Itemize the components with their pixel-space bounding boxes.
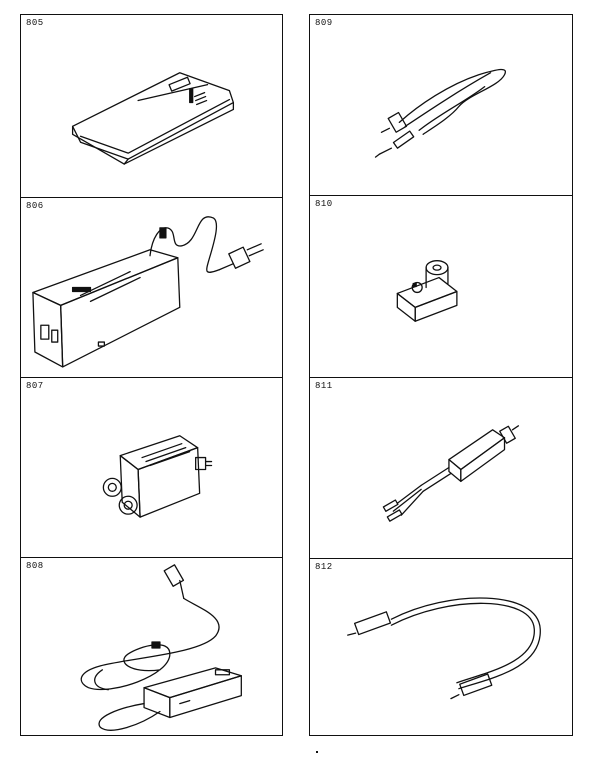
part-number: 807 — [26, 381, 44, 391]
part-cell-805: 805 — [21, 15, 282, 198]
audio-cable-icon — [374, 68, 506, 158]
part-number: 810 — [315, 199, 333, 209]
part-cell-811: 811 — [310, 378, 572, 559]
part-number: 805 — [26, 18, 44, 28]
part-cell-812: 812 — [310, 559, 572, 737]
part-cell-808: 808 — [21, 558, 282, 737]
part-cell-810: 810 — [310, 196, 572, 378]
part-number: 812 — [315, 562, 333, 572]
rf-adapter-plug-icon — [396, 260, 458, 322]
matching-transformer-icon — [382, 425, 520, 522]
right-column: 809 810 — [309, 14, 573, 736]
rf-converter-icon — [80, 564, 242, 731]
ac-adapter-icon — [32, 216, 264, 368]
page-mark — [316, 751, 318, 753]
remote-control-icon — [71, 72, 235, 165]
part-number: 806 — [26, 201, 44, 211]
antenna-splitter-icon — [102, 435, 213, 518]
part-cell-806: 806 — [21, 198, 282, 378]
part-cell-809: 809 — [310, 15, 572, 196]
part-number: 808 — [26, 561, 44, 571]
part-number: 811 — [315, 381, 333, 391]
part-number: 809 — [315, 18, 333, 28]
part-cell-807: 807 — [21, 378, 282, 558]
left-column: 805 806 — [20, 14, 283, 736]
coaxial-cable-icon — [347, 597, 541, 700]
